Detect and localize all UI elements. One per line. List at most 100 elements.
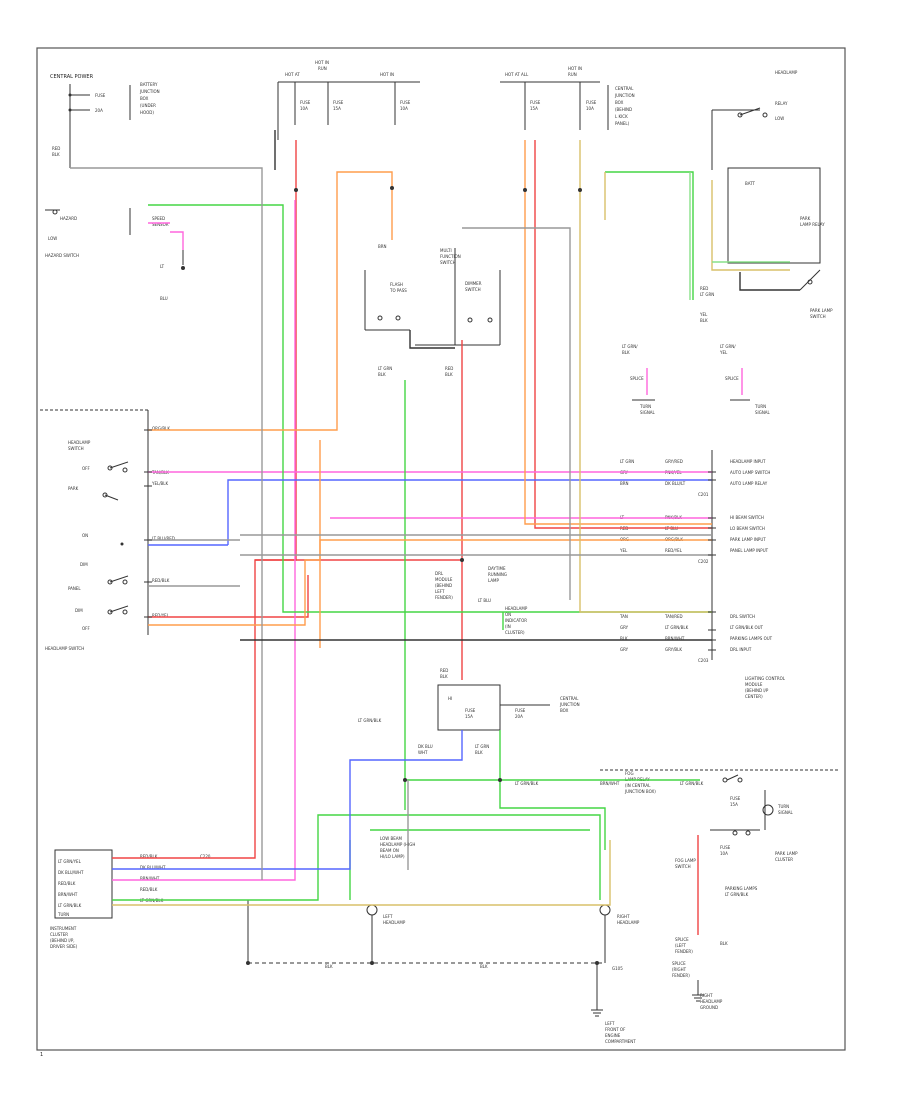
svg-text:JUNCTION: JUNCTION (139, 89, 160, 94)
svg-text:RIGHT: RIGHT (700, 993, 713, 998)
svg-text:HEADLAMP SWITCH: HEADLAMP SWITCH (45, 646, 84, 651)
right-headlamp: RIGHT HEADLAMP (599, 904, 640, 963)
svg-text:BLK: BLK (445, 372, 453, 377)
svg-text:FUSE: FUSE (465, 708, 476, 713)
svg-text:OFF: OFF (82, 466, 90, 471)
tan-wires (112, 140, 790, 906)
svg-text:YEL/BLK: YEL/BLK (151, 481, 169, 486)
svg-text:DRL: DRL (435, 571, 444, 576)
svg-text:LT GRN/BLK: LT GRN/BLK (680, 781, 704, 786)
svg-text:SPLICE: SPLICE (675, 937, 689, 942)
svg-text:BOX: BOX (140, 96, 149, 101)
svg-text:LAMP: LAMP (488, 578, 500, 583)
top-right-relay: HEADLAMP RELAY LOW BATT PARK LAMP RELAY … (711, 70, 833, 319)
svg-text:RUN: RUN (568, 72, 577, 77)
svg-text:YEL: YEL (619, 548, 628, 553)
svg-text:FUSE: FUSE (586, 100, 597, 105)
svg-text:HOT AT: HOT AT (285, 72, 300, 77)
svg-text:DRL INPUT: DRL INPUT (730, 647, 752, 652)
right-middle-connectors: LT GRN/ BLK LT GRN/ YEL SPLICE SPLICE TU… (622, 286, 771, 415)
ground-bus: BLK BLK G105 LEFT FRONT OF ENGINE COMPAR… (247, 900, 636, 1044)
svg-text:GRY: GRY (620, 647, 629, 652)
svg-text:10A: 10A (400, 106, 408, 111)
svg-text:HEADLAMP: HEADLAMP (617, 920, 640, 925)
svg-text:15A: 15A (530, 106, 538, 111)
svg-text:BOX: BOX (615, 100, 624, 105)
svg-text:DRIVER SIDE): DRIVER SIDE) (50, 944, 78, 949)
svg-text:DIM: DIM (75, 608, 83, 613)
svg-text:PANEL): PANEL) (615, 121, 630, 126)
svg-text:RUN: RUN (318, 66, 327, 71)
svg-text:(IN CENTRAL: (IN CENTRAL (625, 783, 651, 788)
svg-text:CENTRAL POWER: CENTRAL POWER (50, 74, 94, 80)
svg-text:SIGNAL: SIGNAL (640, 410, 656, 415)
green-wires (112, 171, 712, 901)
svg-text:CLUSTER): CLUSTER) (505, 630, 525, 635)
svg-text:LIGHTING CONTROL: LIGHTING CONTROL (745, 676, 786, 681)
svg-text:HEADLAMP: HEADLAMP (775, 70, 798, 75)
svg-text:DAYTIME: DAYTIME (488, 566, 506, 571)
svg-text:FUSE: FUSE (95, 93, 106, 98)
svg-text:JUNCTION: JUNCTION (614, 93, 635, 98)
svg-text:BRN/WHT: BRN/WHT (58, 892, 78, 897)
svg-text:FUSE: FUSE (515, 708, 526, 713)
svg-text:LT GRN/BLK: LT GRN/BLK (58, 903, 82, 908)
svg-text:SWITCH: SWITCH (440, 260, 456, 265)
pink-wires (112, 200, 743, 881)
svg-text:(BEHIND I/P,: (BEHIND I/P, (50, 938, 75, 943)
svg-text:CENTRAL: CENTRAL (615, 86, 634, 91)
svg-text:(UNDER: (UNDER (140, 103, 156, 108)
svg-text:CLUSTER: CLUSTER (50, 932, 68, 937)
svg-text:PANEL LAMP INPUT: PANEL LAMP INPUT (730, 548, 769, 553)
svg-text:LT GRN/BLK OUT: LT GRN/BLK OUT (730, 625, 764, 630)
svg-text:JUNCTION BOX): JUNCTION BOX) (624, 789, 656, 794)
svg-text:AUTO LAMP SWITCH: AUTO LAMP SWITCH (730, 470, 770, 475)
svg-text:LOW BEAM: LOW BEAM (380, 836, 402, 841)
svg-text:LT GRN/: LT GRN/ (622, 344, 638, 349)
svg-text:FOG LAMP: FOG LAMP (675, 858, 696, 863)
svg-text:C202: C202 (698, 559, 709, 564)
svg-text:RED: RED (440, 668, 448, 673)
blue-wires (112, 479, 712, 870)
svg-text:10A: 10A (720, 851, 728, 856)
svg-text:SENSOR: SENSOR (152, 222, 169, 227)
svg-text:FOG: FOG (625, 771, 634, 776)
svg-text:RED/BLK: RED/BLK (140, 854, 158, 859)
svg-text:PARKING LAMPS OUT: PARKING LAMPS OUT (730, 636, 773, 641)
svg-text:SWITCH: SWITCH (810, 314, 826, 319)
svg-text:TAN/RED: TAN/RED (664, 614, 683, 619)
svg-text:LT GRN/BLK: LT GRN/BLK (665, 625, 689, 630)
svg-text:PARK LAMP: PARK LAMP (810, 308, 833, 313)
svg-text:AUTO LAMP RELAY: AUTO LAMP RELAY (730, 481, 768, 486)
svg-text:HOT IN: HOT IN (380, 72, 394, 77)
svg-text:COMPARTMENT: COMPARTMENT (605, 1039, 636, 1044)
svg-text:HEADLAMP (HIGH: HEADLAMP (HIGH (380, 842, 415, 847)
svg-text:WHT: WHT (418, 750, 428, 755)
svg-text:LT GRN: LT GRN (378, 366, 392, 371)
svg-text:C220: C220 (200, 854, 211, 859)
headlamp-switch: HEADLAMP SWITCH OFF PARK ON DIM PANEL DI… (40, 409, 175, 651)
svg-text:CENTER): CENTER) (745, 694, 763, 699)
svg-text:DIM: DIM (80, 562, 88, 567)
svg-text:HOT IN: HOT IN (568, 66, 582, 71)
svg-text:SPEED: SPEED (152, 216, 165, 221)
svg-text:FUSE: FUSE (720, 845, 731, 850)
svg-text:PARK: PARK (800, 216, 811, 221)
svg-text:BLK: BLK (475, 750, 483, 755)
svg-text:FUSE: FUSE (530, 100, 541, 105)
svg-text:(IN: (IN (505, 624, 511, 629)
svg-text:LT GRN/: LT GRN/ (720, 344, 736, 349)
svg-text:LEFT: LEFT (383, 914, 393, 919)
svg-text:RED/BLK: RED/BLK (152, 578, 170, 583)
svg-text:BEAM ON: BEAM ON (380, 848, 399, 853)
svg-text:HOT AT ALL: HOT AT ALL (505, 72, 529, 77)
svg-text:PARK: PARK (68, 486, 79, 491)
svg-text:BRN/WHT: BRN/WHT (600, 781, 620, 786)
svg-text:INDICATOR: INDICATOR (505, 618, 527, 623)
svg-text:BLK: BLK (700, 318, 708, 323)
svg-text:MULTI: MULTI (440, 248, 452, 253)
svg-text:BRN: BRN (378, 244, 387, 249)
svg-text:GRY: GRY (620, 625, 629, 630)
svg-text:INSTRUMENT: INSTRUMENT (50, 926, 77, 931)
svg-text:15A: 15A (730, 802, 738, 807)
